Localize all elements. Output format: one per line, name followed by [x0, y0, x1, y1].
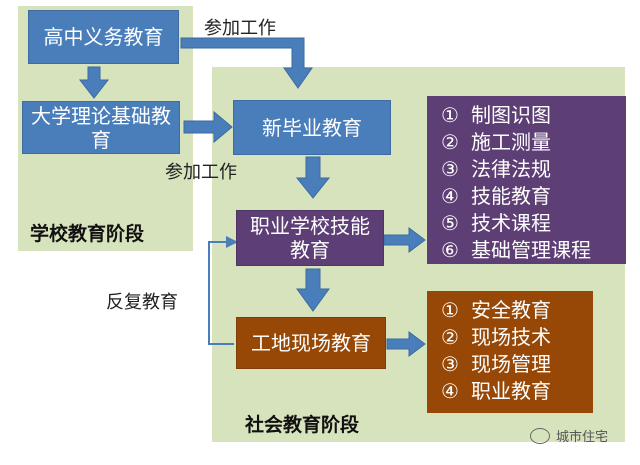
- repeat-education-loop: [208, 236, 238, 345]
- site-training-education-box: 工地现场教育: [236, 317, 386, 369]
- arrow-new-graduate-to-vocational: [295, 156, 331, 199]
- arrow-high-to-university: [78, 66, 110, 99]
- high-school-education-box: 高中义务教育: [28, 10, 179, 64]
- arrow-site-to-topics: [386, 331, 426, 357]
- vocational-school-education-box: 职业学校技能教育: [236, 210, 384, 266]
- arrow-vocational-to-topics: [383, 227, 426, 253]
- watermark: 城市住宅: [530, 426, 608, 445]
- arrow-high-to-new-graduate: [180, 37, 313, 89]
- watermark-text: 城市住宅: [556, 430, 609, 445]
- university-theory-education-box: 大学理论基础教育: [22, 101, 180, 154]
- society-stage-label: 社会教育阶段: [245, 414, 360, 436]
- school-stage-label: 学校教育阶段: [30, 223, 145, 245]
- join-work-label-top: 参加工作: [204, 18, 276, 39]
- repeat-education-label: 反复教育: [106, 292, 178, 313]
- wechat-icon: [530, 427, 550, 444]
- arrow-university-to-new-graduate: [183, 110, 233, 144]
- new-graduate-education-box: 新毕业教育: [233, 100, 391, 155]
- join-work-label-middle: 参加工作: [165, 162, 237, 183]
- arrow-vocational-to-site: [296, 268, 330, 312]
